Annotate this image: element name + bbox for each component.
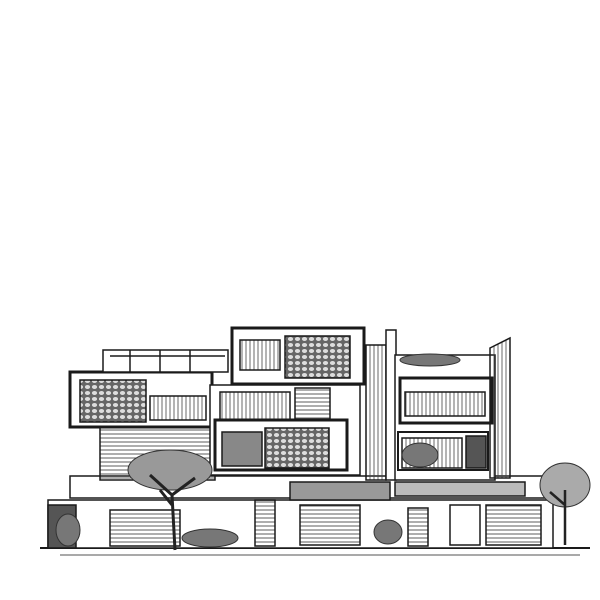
building — [40, 326, 590, 556]
shrubs — [55, 353, 461, 548]
tree-left — [127, 449, 213, 551]
tree-right — [539, 462, 591, 545]
